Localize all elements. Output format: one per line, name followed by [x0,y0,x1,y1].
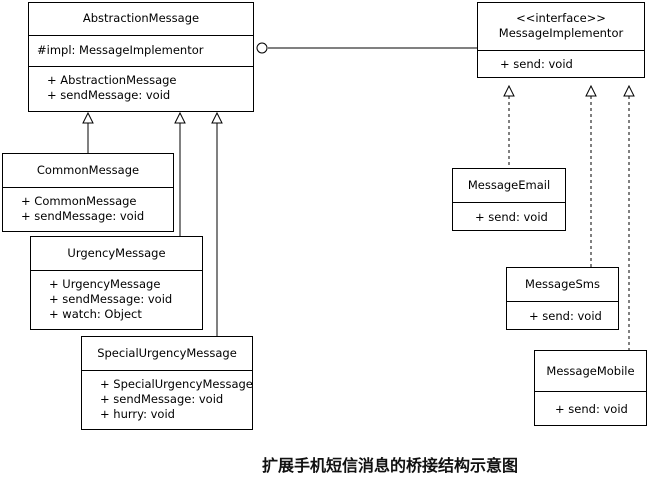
field-impl: #impl: MessageImplementor [37,43,204,57]
method-send: + send: void [555,402,628,416]
message-sms-class: MessageSms + send: void [506,267,619,330]
class-name: AbstractionMessage [82,11,200,25]
method-send: + send: void [475,210,548,224]
urgency-message-class: UrgencyMessage + UrgencyMessage + sendMe… [30,236,203,330]
method-constructor: + UrgencyMessage [49,277,161,291]
class-header: <<interface>> MessageImplementor [478,3,644,50]
fields-section: #impl: MessageImplementor [29,35,253,66]
method-hurry: + hurry: void [100,407,175,421]
methods-section: + CommonMessage + sendMessage: void [3,187,173,224]
method-constructor: + CommonMessage [21,194,137,208]
method-constructor: + SpecialUrgencyMessage [100,377,253,391]
inherit-arrow-icon [174,111,186,124]
stereotype-label: <<interface>> [516,11,606,25]
method-send: + send: void [500,57,573,71]
method-send-message: + sendMessage: void [21,209,145,223]
class-name: MessageImplementor [498,26,624,40]
class-name: UrgencyMessage [67,246,166,260]
methods-section: + SpecialUrgencyMessage + sendMessage: v… [82,370,253,422]
method-watch: + watch: Object [49,307,142,321]
inherit-arrow-icon [211,111,223,124]
class-name: MessageEmail [467,178,551,192]
method-send-message: + sendMessage: void [100,392,224,406]
common-message-class: CommonMessage + CommonMessage + sendMess… [2,153,174,232]
message-mobile-class: MessageMobile + send: void [534,350,647,426]
diagram-caption: 扩展手机短信消息的桥接结构示意图 [261,456,518,475]
message-implementor-class: <<interface>> MessageImplementor + send:… [477,2,645,78]
methods-section: + send: void [478,50,644,72]
realize-arrow-icon [623,84,635,97]
methods-section: + send: void [535,391,646,417]
method-constructor: + AbstractionMessage [47,73,177,87]
realize-arrow-icon [503,84,515,97]
class-name: CommonMessage [36,163,140,177]
class-name: MessageSms [525,277,600,291]
method-send-message: + sendMessage: void [47,88,171,102]
method-send: + send: void [529,309,602,323]
methods-section: + UrgencyMessage + sendMessage: void + w… [31,270,202,322]
inherit-arrow-icon [82,111,94,124]
methods-section: + send: void [453,202,565,225]
methods-section: + send: void [507,301,618,324]
realize-arrow-icon [585,84,597,97]
abstraction-message-class: AbstractionMessage #impl: MessageImpleme… [28,2,254,112]
class-name: SpecialUrgencyMessage [97,346,237,360]
special-urgency-message-class: SpecialUrgencyMessage + SpecialUrgencyMe… [81,336,253,430]
class-name: MessageMobile [546,364,635,378]
method-send-message: + sendMessage: void [49,292,173,306]
aggregation-diamond-icon [256,42,268,54]
methods-section: + AbstractionMessage + sendMessage: void [29,66,253,103]
message-email-class: MessageEmail + send: void [452,168,566,231]
